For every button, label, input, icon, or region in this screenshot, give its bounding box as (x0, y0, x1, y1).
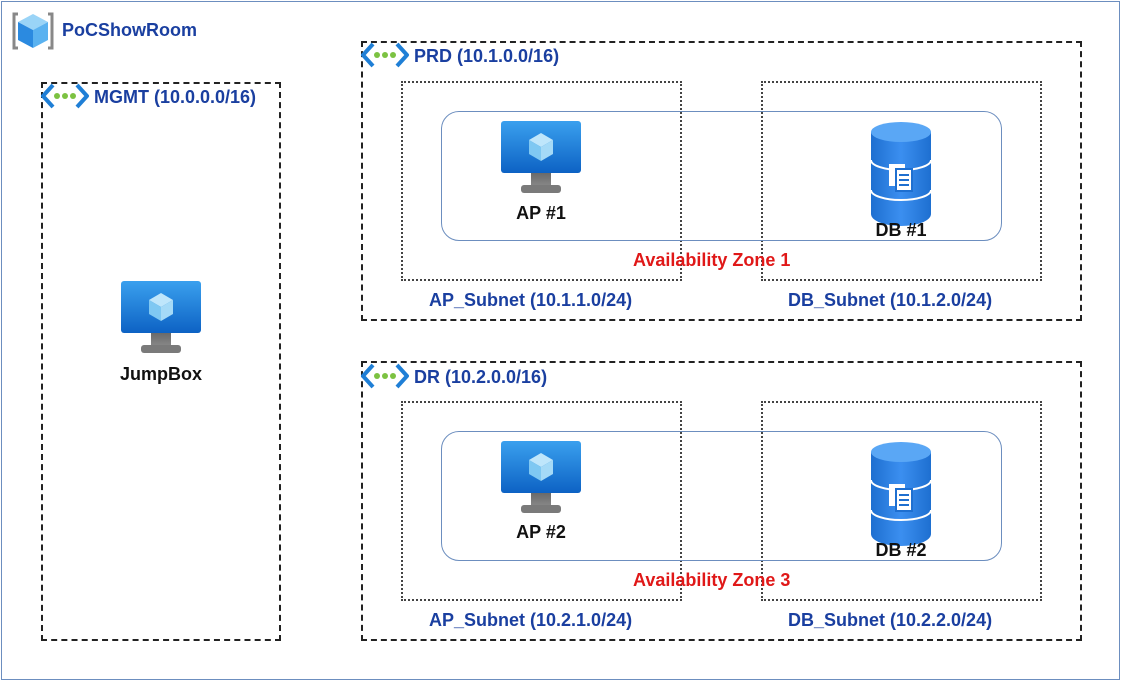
vnet-dr-label: DR (10.2.0.0/16) (414, 367, 548, 387)
availability-zone-3 (441, 431, 1002, 561)
ap1-vm-icon (501, 121, 581, 197)
subnet-prd-db (761, 81, 1042, 281)
vnet-mgmt-label: MGMT (10.0.0.0/16) (94, 87, 257, 107)
vnet-prd-label: PRD (10.1.0.0/16) (414, 46, 560, 66)
subnet-dr-ap-label: AP_Subnet (10.2.1.0/24) (429, 610, 633, 630)
db1-database-icon (869, 120, 933, 228)
virtual-network-icon (360, 40, 410, 70)
resource-group-icon (12, 12, 54, 50)
subnet-prd-db-label: DB_Subnet (10.1.2.0/24) (788, 290, 993, 310)
resource-group-title: PoCShowRoom (62, 20, 197, 40)
db2-database-icon (869, 440, 933, 548)
vnet-dr (361, 361, 1082, 641)
subnet-dr-ap (401, 401, 682, 601)
db2-label: DB #2 (875, 540, 927, 560)
availability-zone-3-label: Availability Zone 3 (633, 570, 791, 590)
subnet-prd-ap-label: AP_Subnet (10.1.1.0/24) (429, 290, 633, 310)
virtual-network-icon (40, 81, 90, 111)
subnet-prd-ap (401, 81, 682, 281)
virtual-network-icon (360, 361, 410, 391)
subnet-dr-db (761, 401, 1042, 601)
vnet-prd (361, 41, 1082, 321)
availability-zone-1 (441, 111, 1002, 241)
vnet-mgmt (41, 82, 281, 641)
jumpbox-label: JumpBox (119, 364, 203, 384)
ap2-vm-icon (501, 441, 581, 517)
subnet-dr-db-label: DB_Subnet (10.2.2.0/24) (788, 610, 993, 630)
availability-zone-1-label: Availability Zone 1 (633, 250, 791, 270)
jumpbox-vm-icon (121, 281, 201, 357)
ap1-label: AP #1 (516, 203, 566, 223)
db1-label: DB #1 (875, 220, 927, 240)
ap2-label: AP #2 (516, 522, 566, 542)
